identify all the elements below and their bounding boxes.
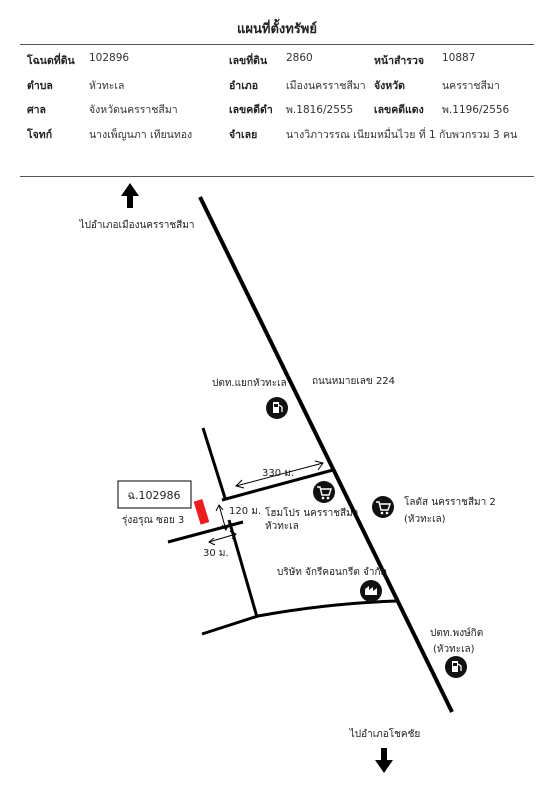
court-label: ศาล [27, 104, 46, 116]
south-arrow-icon [375, 748, 393, 773]
highway-224-road [198, 196, 454, 713]
survey-page-label: หน้าสำรวจ [374, 55, 424, 67]
distance-330-marker [235, 460, 324, 489]
province-label: จังหวัด [374, 80, 405, 92]
shopping-cart-icon [313, 481, 335, 503]
direction-south-label: ไปอำเภอโชคชัย [349, 727, 421, 740]
lotus-label-line2: (หัวทะเล) [404, 514, 446, 525]
deed-number-label: โฉนดที่ดิน [27, 55, 75, 67]
shopping-cart-icon [372, 496, 394, 518]
defendant-value: นางวิภาวรรณ เนียมหมื่นไวย ที่ 1 กับพวกรว… [286, 129, 518, 141]
distance-330-label: 330 ม. [262, 468, 294, 479]
district-label: อำเภอ [229, 80, 259, 92]
gas-station-icon [266, 397, 288, 419]
plaintiff-value: นางเพ็ญนภา เทียนทอง [89, 129, 193, 141]
ptt-south-label-line2: (หัวทะเล) [433, 644, 475, 655]
header-divider [20, 44, 534, 45]
red-case-value: พ.1196/2556 [442, 104, 510, 116]
land-number-value: 2860 [286, 52, 313, 64]
plaintiff-label: โจทก์ [27, 129, 53, 141]
factory-icon [360, 580, 382, 602]
page-title: แผนที่ตั้งทรัพย์ [237, 22, 317, 37]
subdistrict-value: หัวทะเล [89, 80, 125, 92]
black-case-value: พ.1816/2555 [286, 104, 354, 116]
concrete-company-label: บริษัท จักรีคอนกรีต จำกัด [277, 566, 387, 578]
district-value: เมืองนครราชสีมา [286, 80, 366, 92]
parcel-marker [193, 499, 210, 525]
north-arrow-icon [121, 183, 139, 208]
distance-120-marker [215, 504, 230, 531]
distance-30-label: 30 ม. [203, 548, 229, 559]
parcel-label: ฉ.102986 [128, 489, 181, 502]
gas-station-icon [445, 656, 467, 678]
homepro-label-line1: โฮมโปร นครราชสีมา [265, 506, 358, 519]
defendant-label: จำเลย [229, 129, 258, 141]
distance-30-marker [208, 530, 237, 546]
deed-number-value: 102896 [89, 52, 130, 64]
ptt-north-label: ปตท.แยกหัวทะเล [212, 378, 287, 389]
distance-120-label: 120 ม. [229, 506, 261, 517]
land-number-label: เลขที่ดิน [229, 55, 268, 67]
homepro-label-line2: หัวทะเล [265, 521, 299, 532]
parcel-label-box [117, 480, 192, 509]
ptt-south-label-line1: ปตท.พงษ์กิต [430, 627, 483, 639]
court-value: จังหวัดนครราชสีมา [89, 104, 178, 116]
province-value: นครราชสีมา [442, 80, 500, 92]
highway-224-label: ถนนหมายเลข 224 [312, 376, 395, 387]
direction-north-label: ไปอำเภอเมืองนครราชสีมา [79, 219, 195, 231]
survey-page-value: 10887 [442, 52, 476, 64]
section-divider [20, 176, 534, 177]
red-case-label: เลขคดีแดง [374, 104, 424, 116]
lotus-label-line1: โลตัส นครราชสีมา 2 [404, 495, 496, 508]
soi-label: รุ่งอรุณ ซอย 3 [122, 515, 184, 526]
subdistrict-label: ตำบล [27, 80, 53, 92]
black-case-label: เลขคดีดำ [229, 104, 273, 116]
